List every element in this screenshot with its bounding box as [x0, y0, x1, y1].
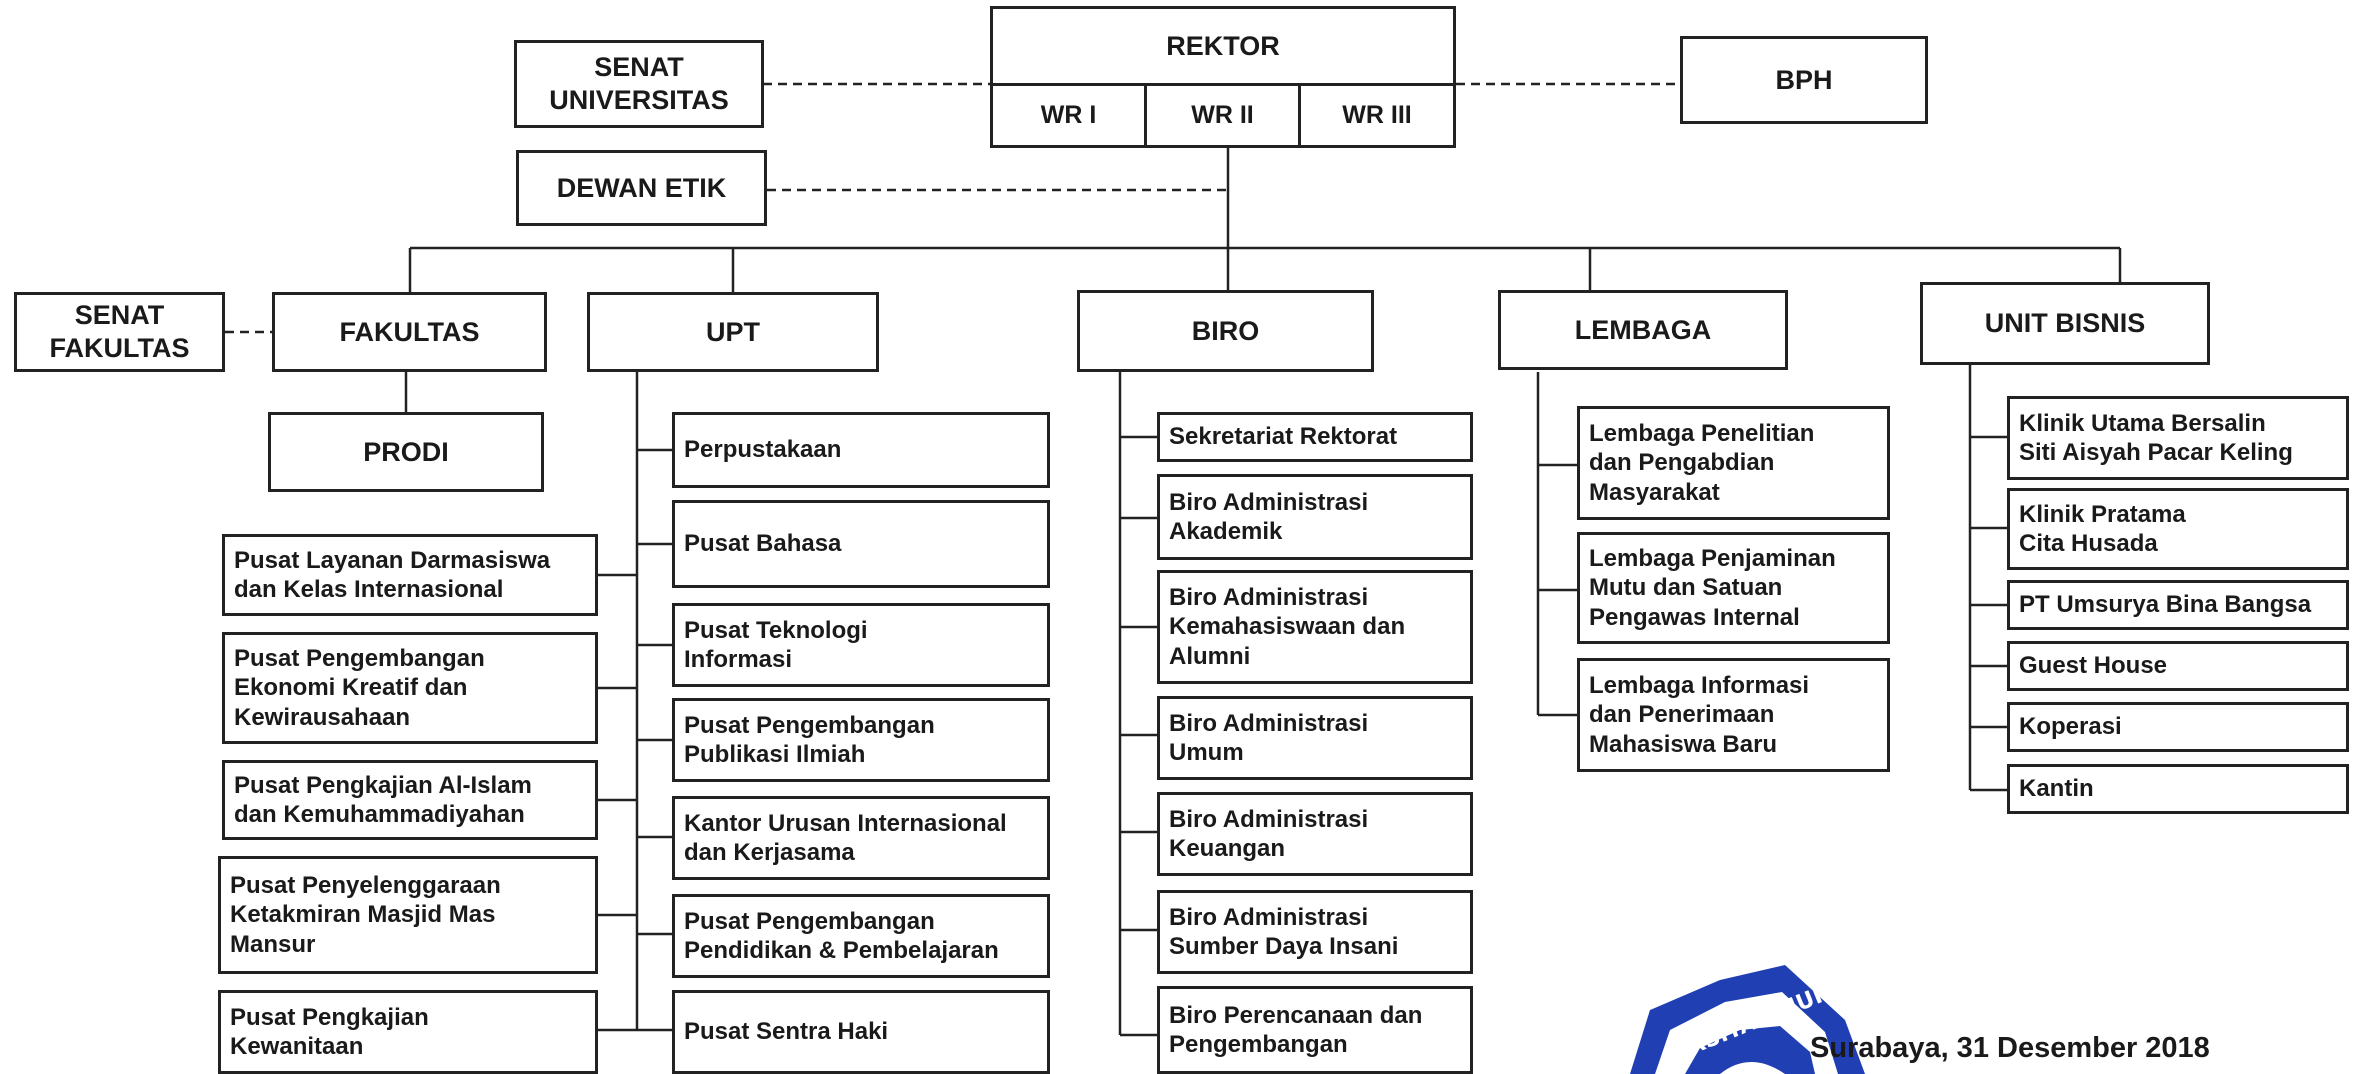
bisnis-item-label: Kantin: [2019, 775, 2094, 803]
bisnis-item: PT Umsurya Bina Bangsa: [2007, 580, 2349, 630]
bisnis-item-label: Klinik Pratama Cita Husada: [2019, 500, 2186, 557]
upt-item: Pusat Bahasa: [672, 500, 1050, 588]
senat-fakultas-label: SENAT FAKULTAS: [49, 300, 190, 363]
wr3-label: WR III: [1342, 101, 1412, 130]
wr1-label: WR I: [1040, 101, 1097, 130]
upt-label: UPT: [706, 316, 760, 347]
lembaga-label: LEMBAGA: [1574, 314, 1712, 345]
pusat-left-item: Pusat Penyelenggaraan Ketakmiran Masjid …: [218, 856, 598, 974]
biro-item: Biro Administrasi Akademik: [1157, 474, 1473, 560]
dewan-etik-label: DEWAN ETIK: [556, 172, 727, 203]
biro-item: Biro Administrasi Sumber Daya Insani: [1157, 890, 1473, 974]
biro-item-label: Biro Administrasi Keuangan: [1169, 805, 1369, 862]
pusat-left-label: Pusat Penyelenggaraan Ketakmiran Masjid …: [230, 872, 501, 958]
upt-item-label: Pusat Bahasa: [684, 530, 842, 558]
biro-item-label: Biro Perencanaan dan Pengembangan: [1169, 1001, 1423, 1058]
upt-item: Perpustakaan: [672, 412, 1050, 488]
senat-universitas-box: SENAT UNIVERSITAS: [514, 40, 764, 128]
bisnis-item: Klinik Pratama Cita Husada: [2007, 488, 2349, 570]
pusat-left-item: Pusat Layanan Darmasiswa dan Kelas Inter…: [222, 534, 598, 616]
fakultas-box: FAKULTAS: [272, 292, 547, 372]
bph-box: BPH: [1680, 36, 1928, 124]
senat-universitas-label: SENAT UNIVERSITAS: [549, 52, 729, 115]
wr3-box: WR III: [1298, 83, 1456, 148]
pusat-left-label: Pusat Pengkajian Kewanitaan: [230, 1003, 429, 1060]
lembaga-item-label: Lembaga Informasi dan Penerimaan Mahasis…: [1589, 672, 1810, 758]
biro-item: Biro Administrasi Umum: [1157, 696, 1473, 780]
bisnis-item: Kantin: [2007, 764, 2349, 814]
prodi-label: PRODI: [363, 436, 449, 467]
senat-fakultas-box: SENAT FAKULTAS: [14, 292, 225, 372]
biro-item: Sekretariat Rektorat: [1157, 412, 1473, 462]
prodi-box: PRODI: [268, 412, 544, 492]
biro-item: Biro Perencanaan dan Pengembangan: [1157, 986, 1473, 1074]
rektor-box: REKTOR: [990, 6, 1456, 86]
pusat-left-item: Pusat Pengkajian Kewanitaan: [218, 990, 598, 1074]
unit-bisnis-box: UNIT BISNIS: [1920, 282, 2210, 365]
upt-box: UPT: [587, 292, 879, 372]
signature-date: Surabaya, 31 Desember 2018: [1810, 1032, 2210, 1064]
dewan-etik-box: DEWAN ETIK: [516, 150, 767, 226]
biro-item-label: Sekretariat Rektorat: [1169, 423, 1398, 451]
biro-item-label: Biro Administrasi Umum: [1169, 709, 1369, 766]
biro-item-label: Biro Administrasi Kemahasiswaan dan Alum…: [1169, 584, 1406, 670]
upt-item-label: Pusat Sentra Haki: [684, 1018, 889, 1046]
lembaga-item-label: Lembaga Penjaminan Mutu dan Satuan Penga…: [1589, 545, 1836, 631]
bisnis-item: Klinik Utama Bersalin Siti Aisyah Pacar …: [2007, 396, 2349, 480]
pusat-left-item: Pusat Pengembangan Ekonomi Kreatif dan K…: [222, 632, 598, 744]
upt-item: Pusat Pengembangan Publikasi Ilmiah: [672, 698, 1050, 782]
wr2-box: WR II: [1144, 83, 1301, 148]
upt-item: Pusat Sentra Haki: [672, 990, 1050, 1074]
bisnis-item-label: Guest House: [2019, 652, 2168, 680]
biro-item: Biro Administrasi Keuangan: [1157, 792, 1473, 876]
wr2-label: WR II: [1191, 101, 1254, 130]
lembaga-item-label: Lembaga Penelitian dan Pengabdian Masyar…: [1589, 420, 1815, 506]
upt-item: Kantor Urusan Internasional dan Kerjasam…: [672, 796, 1050, 880]
pusat-left-label: Pusat Layanan Darmasiswa dan Kelas Inter…: [234, 546, 551, 603]
biro-item: Biro Administrasi Kemahasiswaan dan Alum…: [1157, 570, 1473, 684]
lembaga-item: Lembaga Penjaminan Mutu dan Satuan Penga…: [1577, 532, 1890, 644]
wr1-box: WR I: [990, 83, 1147, 148]
biro-item-label: Biro Administrasi Sumber Daya Insani: [1169, 903, 1399, 960]
pusat-left-label: Pusat Pengkajian Al-Islam dan Kemuhammad…: [234, 771, 532, 828]
lembaga-box: LEMBAGA: [1498, 290, 1788, 370]
upt-item-label: Pusat Pengembangan Pendidikan & Pembelaj…: [684, 907, 999, 964]
lembaga-item: Lembaga Informasi dan Penerimaan Mahasis…: [1577, 658, 1890, 772]
bisnis-item: Guest House: [2007, 641, 2349, 691]
pusat-left-label: Pusat Pengembangan Ekonomi Kreatif dan K…: [234, 645, 485, 731]
bph-label: BPH: [1775, 64, 1833, 95]
bisnis-item-label: Koperasi: [2019, 713, 2122, 741]
lembaga-item: Lembaga Penelitian dan Pengabdian Masyar…: [1577, 406, 1890, 520]
upt-item-label: Kantor Urusan Internasional dan Kerjasam…: [684, 809, 1007, 866]
biro-box: BIRO: [1077, 290, 1374, 372]
fakultas-label: FAKULTAS: [339, 316, 480, 347]
bisnis-item-label: Klinik Utama Bersalin Siti Aisyah Pacar …: [2019, 409, 2293, 466]
upt-item-label: Perpustakaan: [684, 436, 842, 464]
upt-item: Pusat Teknologi Informasi: [672, 603, 1050, 687]
bisnis-item-label: PT Umsurya Bina Bangsa: [2019, 591, 2312, 619]
upt-item: Pusat Pengembangan Pendidikan & Pembelaj…: [672, 894, 1050, 978]
bisnis-item: Koperasi: [2007, 702, 2349, 752]
upt-item-label: Pusat Teknologi Informasi: [684, 616, 868, 673]
biro-item-label: Biro Administrasi Akademik: [1169, 488, 1369, 545]
unit-bisnis-label: UNIT BISNIS: [1984, 308, 2146, 339]
upt-item-label: Pusat Pengembangan Publikasi Ilmiah: [684, 711, 935, 768]
pusat-left-item: Pusat Pengkajian Al-Islam dan Kemuhammad…: [222, 760, 598, 840]
biro-label: BIRO: [1191, 315, 1260, 346]
university-seal-stamp: RSITAS MUHA: [1630, 965, 1865, 1074]
rektor-label: REKTOR: [1166, 30, 1280, 61]
